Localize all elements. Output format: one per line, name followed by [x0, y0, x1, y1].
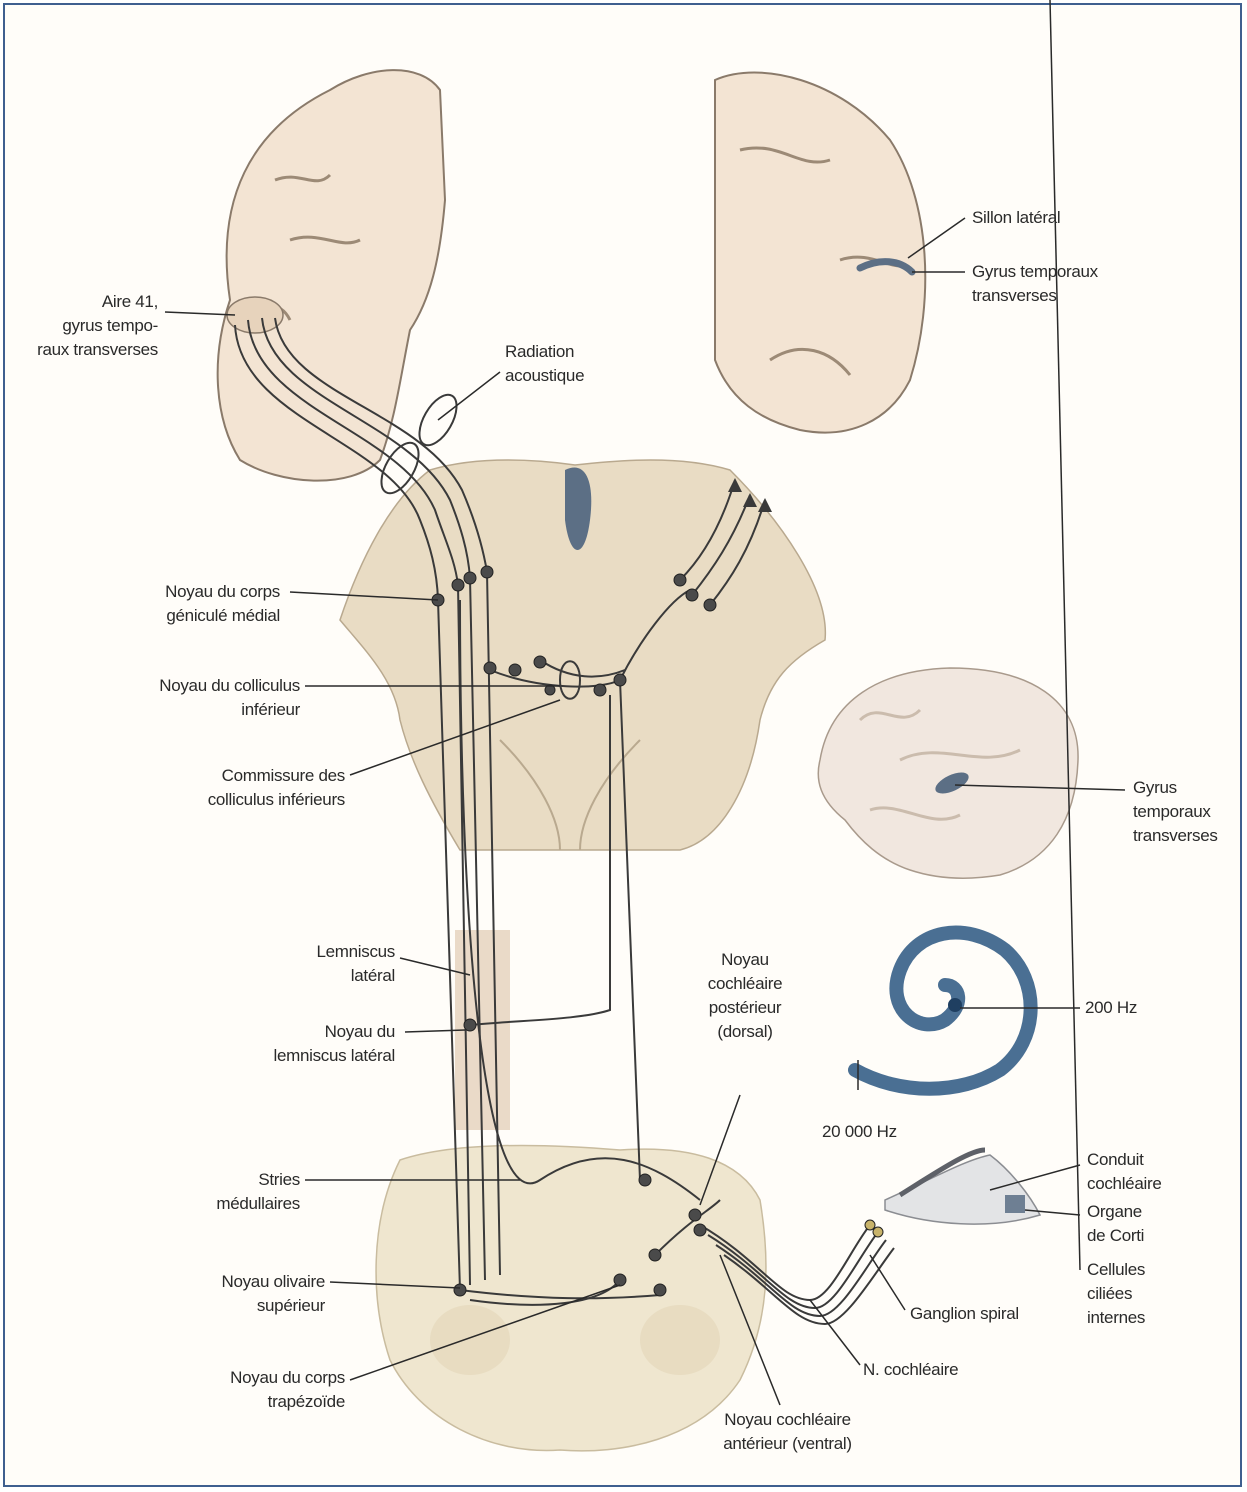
label-medial-geniculate: Noyau du corps géniculé médial: [130, 580, 280, 628]
label-cochlear-duct: Conduit cochléaire: [1087, 1148, 1187, 1196]
label-colliculi-commissure: Commissure des colliculus inférieurs: [150, 764, 345, 812]
label-lateral-sulcus: Sillon latéral: [972, 206, 1122, 230]
label-inner-hair-cells: Cellules ciliées internes: [1087, 1258, 1187, 1330]
label-20000-hz: 20 000 Hz: [822, 1120, 922, 1144]
cochlea-spiral: [855, 933, 1031, 1089]
lateral-brain: [818, 668, 1078, 878]
label-inferior-colliculus: Noyau du colliculus inférieur: [110, 674, 300, 722]
label-superior-olivary: Noyau olivaire supérieur: [165, 1270, 325, 1318]
label-cochlear-nerve: N. cochléaire: [863, 1358, 983, 1382]
label-dorsal-cochlear-nucleus: Noyau cochléaire postérieur (dorsal): [690, 948, 800, 1044]
right-brain-slice: [715, 73, 925, 433]
label-trapezoid-body: Noyau du corps trapézoïde: [185, 1366, 345, 1414]
label-transverse-gyri-lateral: Gyrus temporaux transverses: [1133, 776, 1238, 848]
label-ventral-cochlear-nucleus: Noyau cochléaire antérieur (ventral): [700, 1408, 875, 1456]
cochlear-duct-illustration: [885, 1150, 1040, 1224]
label-spiral-ganglion: Ganglion spiral: [910, 1302, 1050, 1326]
label-transverse-gyri-coronal: Gyrus temporaux transverses: [972, 260, 1132, 308]
label-200-hz: 200 Hz: [1085, 996, 1165, 1020]
label-lateral-lemniscus-nucleus: Noyau du lemniscus latéral: [240, 1020, 395, 1068]
label-organ-of-corti: Organe de Corti: [1087, 1200, 1187, 1248]
label-medullary-striae: Stries médullaires: [170, 1168, 300, 1216]
label-lateral-lemniscus: Lemniscus latéral: [290, 940, 395, 988]
label-area-41: Aire 41, gyrus tempo- raux transverses: [10, 290, 158, 362]
label-acoustic-radiation: Radiation acoustique: [505, 340, 625, 388]
